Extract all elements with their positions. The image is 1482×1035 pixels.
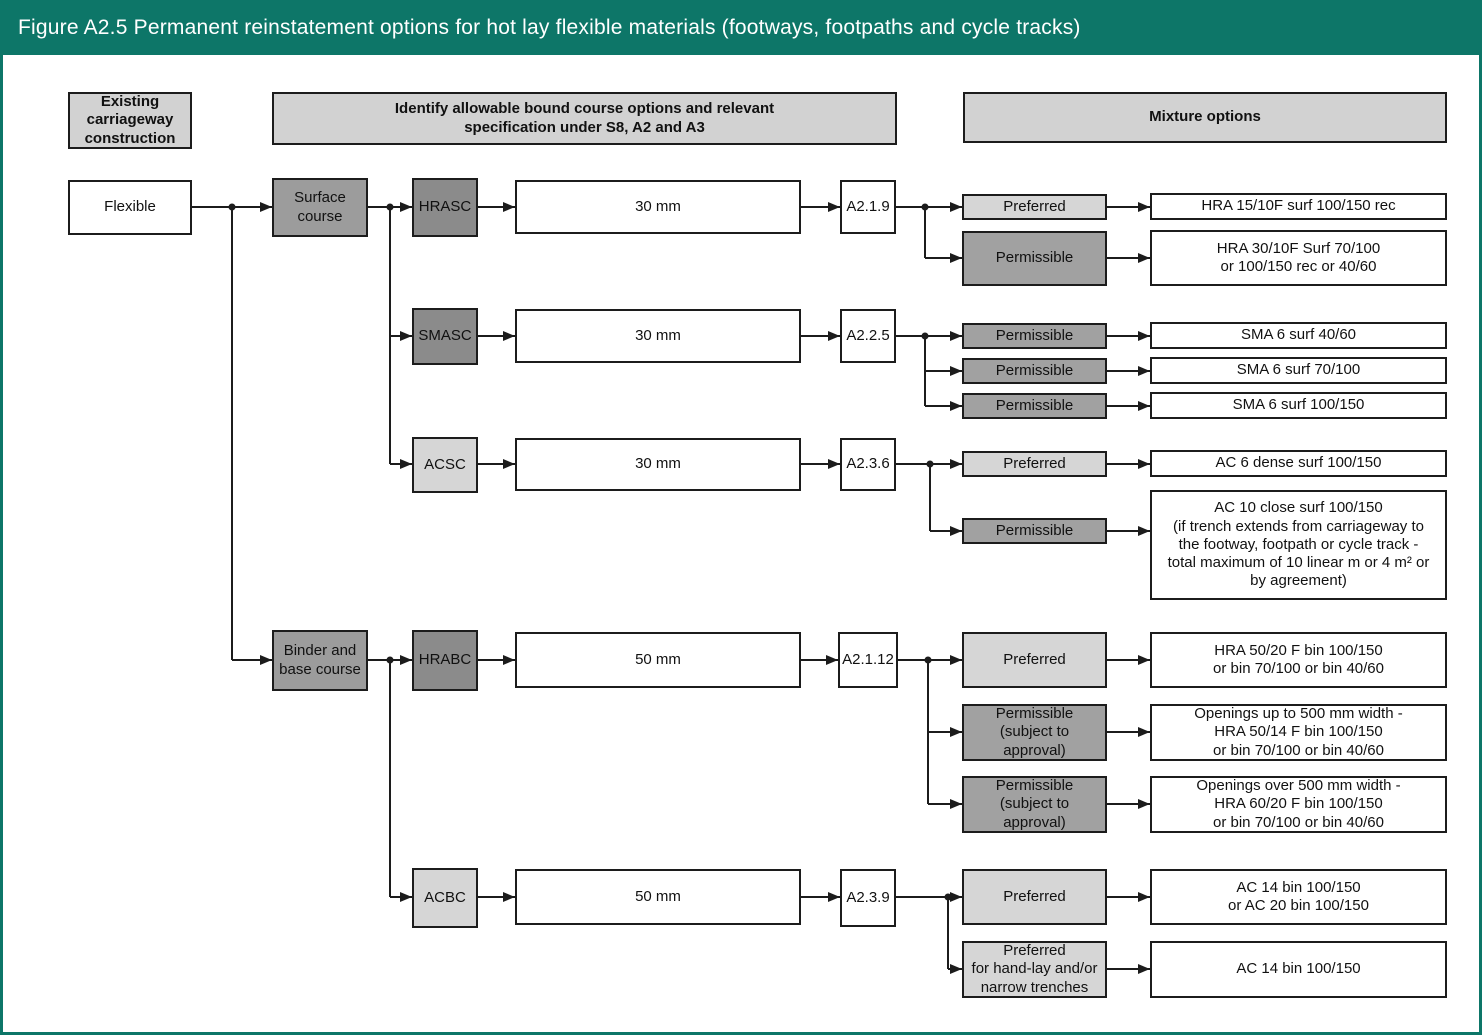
acbc-spec: A2.3.9 bbox=[840, 869, 896, 927]
smasc-permissible-2-mixture: SMA 6 surf 70/100 bbox=[1150, 357, 1447, 384]
junction-dots bbox=[228, 203, 952, 901]
acbc-preferred-status: Preferred bbox=[962, 869, 1107, 925]
figure-title: Figure A2.5 Permanent reinstatement opti… bbox=[18, 15, 1081, 39]
node-flexible: Flexible bbox=[68, 180, 192, 235]
header-existing-carriageway: Existing carriageway construction bbox=[68, 92, 192, 149]
smasc-spec: A2.2.5 bbox=[840, 309, 896, 363]
figure-title-bar: Figure A2.5 Permanent reinstatement opti… bbox=[0, 0, 1482, 55]
smasc-permissible-1-mixture: SMA 6 surf 40/60 bbox=[1150, 322, 1447, 349]
hrabc-permissible-1-mixture: Openings up to 500 mm width - HRA 50/14 … bbox=[1150, 704, 1447, 761]
hrabc-permissible-2-mixture: Openings over 500 mm width - HRA 60/20 F… bbox=[1150, 776, 1447, 833]
node-hrabc: HRABC bbox=[412, 630, 478, 691]
acbc-preferred-mixture: AC 14 bin 100/150 or AC 20 bin 100/150 bbox=[1150, 869, 1447, 925]
header-mixture-options: Mixture options bbox=[963, 92, 1447, 143]
hrabc-preferred-status: Preferred bbox=[962, 632, 1107, 688]
acsc-permissible-status: Permissible bbox=[962, 518, 1107, 544]
smasc-depth: 30 mm bbox=[515, 309, 801, 363]
hrasc-permissible-mixture: HRA 30/10F Surf 70/100 or 100/150 rec or… bbox=[1150, 230, 1447, 286]
hrasc-spec: A2.1.9 bbox=[840, 180, 896, 234]
hrasc-preferred-status: Preferred bbox=[962, 194, 1107, 220]
node-hrasc: HRASC bbox=[412, 178, 478, 237]
node-surface-course: Surface course bbox=[272, 178, 368, 237]
acsc-preferred-mixture: AC 6 dense surf 100/150 bbox=[1150, 450, 1447, 477]
hrabc-depth: 50 mm bbox=[515, 632, 801, 688]
acsc-spec: A2.3.6 bbox=[840, 438, 896, 491]
smasc-permissible-3-mixture: SMA 6 surf 100/150 bbox=[1150, 392, 1447, 419]
smasc-permissible-1-status: Permissible bbox=[962, 323, 1107, 349]
hrabc-spec: A2.1.12 bbox=[838, 632, 898, 688]
acsc-preferred-status: Preferred bbox=[962, 451, 1107, 477]
hrasc-permissible-status: Permissible bbox=[962, 231, 1107, 286]
header-identify-options: Identify allowable bound course options … bbox=[272, 92, 897, 145]
smasc-permissible-2-status: Permissible bbox=[962, 358, 1107, 384]
smasc-permissible-3-status: Permissible bbox=[962, 393, 1107, 419]
node-acsc: ACSC bbox=[412, 437, 478, 493]
hrabc-permissible-1-status: Permissible (subject to approval) bbox=[962, 704, 1107, 761]
node-acbc: ACBC bbox=[412, 868, 478, 928]
hrasc-depth: 30 mm bbox=[515, 180, 801, 234]
node-smasc: SMASC bbox=[412, 308, 478, 365]
acbc-handlay-mixture: AC 14 bin 100/150 bbox=[1150, 941, 1447, 998]
hrabc-permissible-2-status: Permissible (subject to approval) bbox=[962, 776, 1107, 833]
node-binder-base-course: Binder and base course bbox=[272, 630, 368, 691]
acsc-permissible-mixture: AC 10 close surf 100/150 (if trench exte… bbox=[1150, 490, 1447, 600]
acbc-depth: 50 mm bbox=[515, 869, 801, 925]
hrasc-preferred-mixture: HRA 15/10F surf 100/150 rec bbox=[1150, 193, 1447, 220]
hrabc-preferred-mixture: HRA 50/20 F bin 100/150 or bin 70/100 or… bbox=[1150, 632, 1447, 688]
acbc-handlay-status: Preferred for hand-lay and/or narrow tre… bbox=[962, 941, 1107, 998]
acsc-depth: 30 mm bbox=[515, 438, 801, 491]
